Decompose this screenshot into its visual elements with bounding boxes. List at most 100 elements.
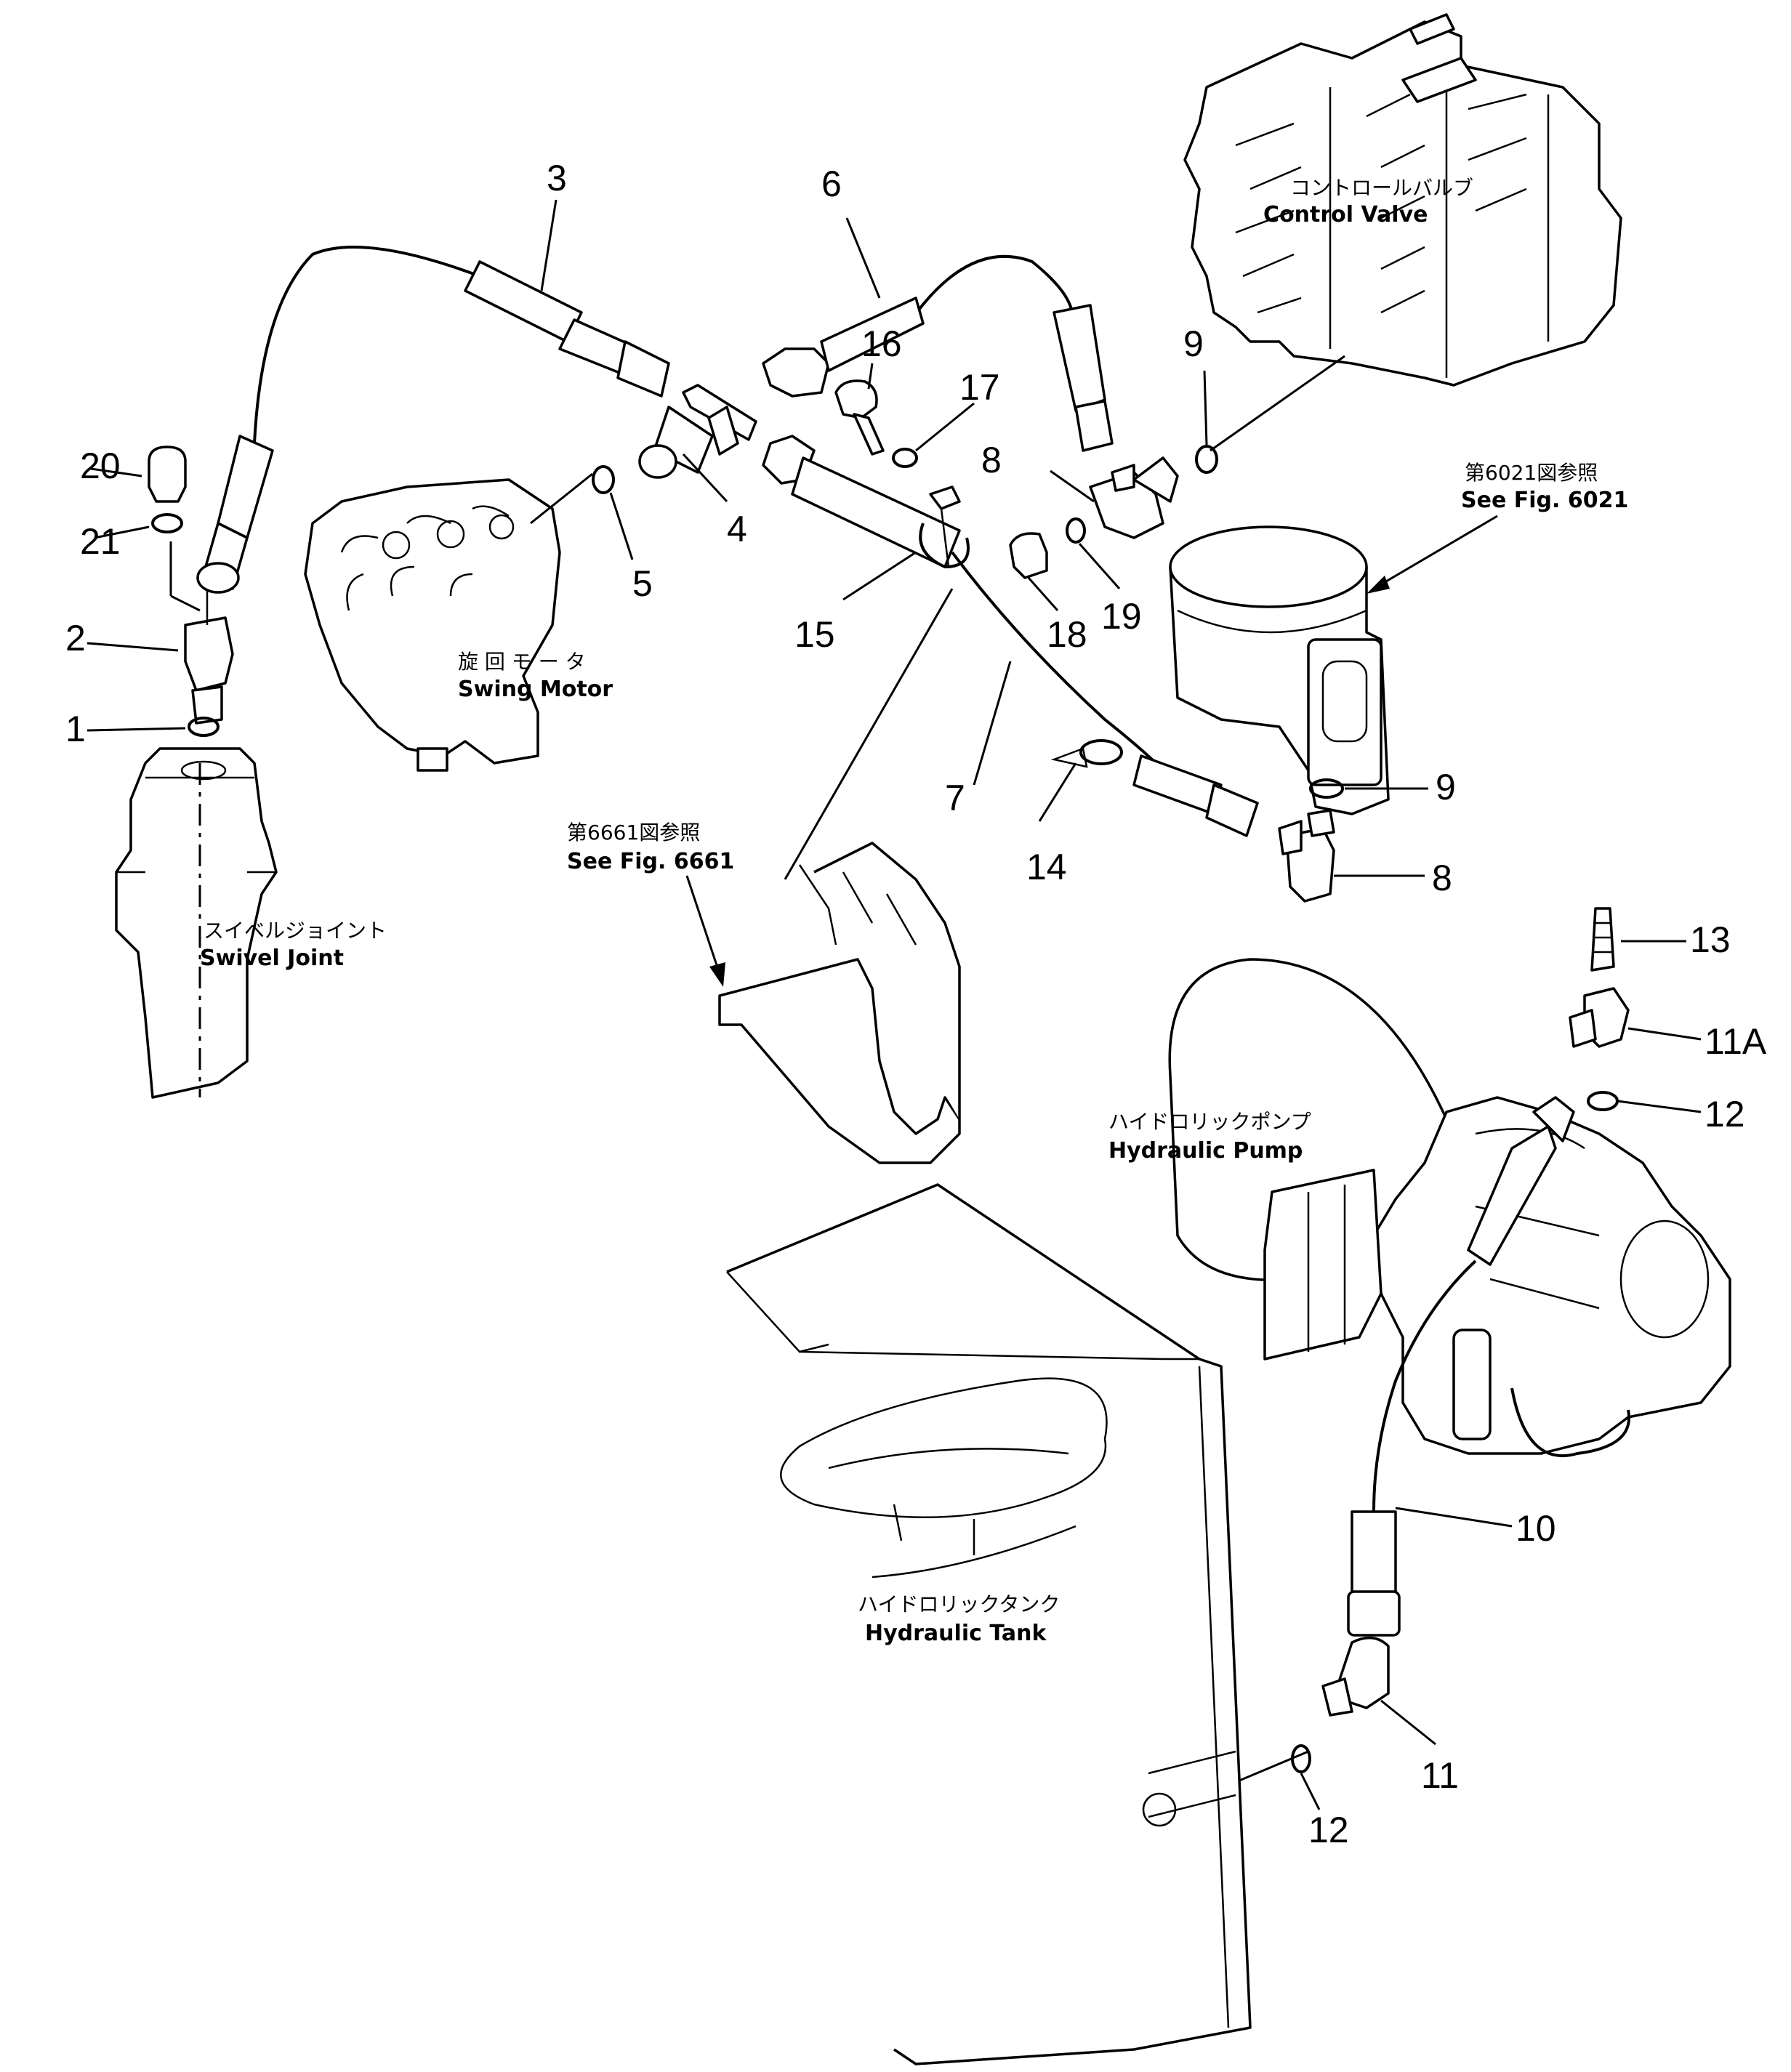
swivel-joint-label-jp: スイベルジョイント: [204, 919, 387, 943]
swing-motor: [304, 478, 561, 772]
callout-4: 4: [727, 509, 747, 549]
callout-8-lower: 8: [1432, 858, 1452, 898]
plug-20: [148, 446, 187, 503]
o-ring-1: [188, 717, 220, 737]
callout-numbers: 3 6 16 17 9 8 20 21 4 5 18 19 15 2 1 9 7…: [65, 158, 1767, 1850]
fig-6021-leader: [1373, 515, 1498, 590]
leader-12-upper: [1617, 1100, 1702, 1113]
o-ring-9-lower: [1309, 778, 1344, 799]
hydraulic-tank-label-jp: ハイドロリックタンク: [858, 1592, 1060, 1616]
oil-filter-assembly: [1169, 525, 1390, 815]
callout-12-upper: 12: [1705, 1094, 1745, 1134]
hydraulic-pump-label-en: Hydraulic Pump: [1108, 1138, 1303, 1164]
fig-6021-ref-en: See Fig. 6021: [1461, 488, 1628, 513]
callout-8-upper: 8: [981, 440, 1002, 480]
washer-17: [892, 448, 918, 468]
leader-10: [1395, 1507, 1513, 1528]
hydraulic-pump: [1168, 958, 1731, 1458]
callout-7: 7: [945, 778, 965, 818]
leader-15: [842, 551, 917, 601]
leader-6: [845, 217, 881, 299]
nipple-13: [1590, 907, 1615, 972]
hose-6: [762, 254, 1114, 452]
elbow-fitting-8-lower: [1278, 809, 1335, 903]
callout-14: 14: [1026, 847, 1067, 887]
leader-5: [609, 492, 634, 560]
fig-6021-reference: 第6021図参照 See Fig. 6021: [1367, 461, 1628, 594]
leader-16: [867, 363, 874, 390]
leader-9-cv: [1210, 355, 1345, 452]
leader-7-bracket: [784, 588, 954, 880]
elbow-fitting-11: [1321, 1636, 1390, 1717]
callout-2: 2: [65, 618, 86, 658]
callout-20: 20: [80, 446, 121, 486]
hydraulic-tank: [726, 1183, 1252, 2065]
callout-18: 18: [1047, 614, 1087, 655]
control-valve-label: コントロールバルブ Control Valve: [1263, 176, 1473, 227]
callout-11: 11: [1421, 1755, 1459, 1796]
hydraulic-pump-label: ハイドロリックポンプ Hydraulic Pump: [1108, 1110, 1311, 1164]
swing-motor-label-en: Swing Motor: [458, 677, 613, 702]
control-valve: [1183, 13, 1622, 387]
leader-20: [90, 467, 142, 477]
leader-11: [1380, 1699, 1436, 1746]
callout-11a: 11A: [1705, 1021, 1767, 1062]
callout-leaders: [86, 199, 1702, 1810]
leader-14: [1038, 762, 1077, 822]
swivel-joint-label-en: Swivel Joint: [200, 946, 344, 971]
hydraulic-pump-label-jp: ハイドロリックポンプ: [1108, 1110, 1311, 1134]
callout-9-lower: 9: [1436, 767, 1456, 807]
clamp-band-14: [1050, 739, 1123, 768]
leader-9-upper: [1203, 370, 1208, 446]
callout-3: 3: [547, 158, 567, 198]
swivel-joint: [115, 747, 278, 1099]
swing-motor-label: 旋 回 モ ー タ Swing Motor: [458, 650, 613, 702]
callout-15: 15: [794, 614, 835, 655]
fig-6661-reference: 第6661図参照 See Fig. 6661: [567, 821, 734, 987]
callout-10: 10: [1516, 1508, 1556, 1549]
fig-6661-ref-jp: 第6661図参照: [567, 821, 700, 844]
o-ring-19: [1066, 517, 1086, 544]
callout-17: 17: [959, 367, 1000, 408]
plug-18: [1009, 532, 1048, 579]
leader-12-lower: [1300, 1773, 1321, 1810]
tee-fitting-4: [638, 384, 757, 479]
leader-4: [682, 453, 728, 503]
leader-8-upper: [1050, 469, 1095, 503]
control-valve-label-en: Control Valve: [1263, 202, 1428, 227]
callout-19: 19: [1101, 596, 1142, 637]
hose-3: [196, 246, 670, 594]
control-valve-label-jp: コントロールバルブ: [1290, 176, 1473, 200]
fig-6661-ref-en: See Fig. 6661: [567, 849, 734, 874]
leader-7: [973, 661, 1012, 786]
bolt-16: [834, 379, 885, 456]
leader-18: [1027, 577, 1059, 611]
callout-9-upper: 9: [1183, 323, 1204, 364]
leader-12-tank: [1239, 1750, 1309, 1782]
leader-3: [540, 199, 558, 291]
fig-6021-arrow: [1367, 576, 1390, 594]
leader-1: [86, 727, 186, 732]
hydraulic-tank-label: ハイドロリックタンク Hydraulic Tank: [858, 1592, 1060, 1646]
leader-5-motor: [530, 472, 593, 525]
hydraulic-tank-label-en: Hydraulic Tank: [865, 1621, 1047, 1646]
o-ring-9-upper: [1195, 445, 1218, 474]
leader-19: [1078, 543, 1121, 589]
callout-12-lower: 12: [1308, 1810, 1349, 1850]
hose-3-sleeve-lower: [217, 435, 274, 539]
adapter-11a: [1569, 987, 1630, 1048]
o-ring-5: [592, 465, 615, 494]
adapter-2: [184, 589, 234, 725]
leader-21: [94, 525, 150, 539]
callout-5: 5: [632, 563, 653, 604]
fig-6661-leader: [685, 875, 721, 975]
leader-11a: [1627, 1027, 1702, 1041]
leader-2: [86, 642, 179, 652]
leader-17: [915, 402, 975, 452]
callout-1: 1: [65, 709, 86, 749]
fig-6021-ref-jp: 第6021図参照: [1465, 461, 1598, 485]
elbow-fitting-8-upper: [1089, 456, 1179, 539]
swing-motor-label-jp: 旋 回 モ ー タ: [458, 650, 586, 674]
callout-21: 21: [80, 521, 121, 562]
